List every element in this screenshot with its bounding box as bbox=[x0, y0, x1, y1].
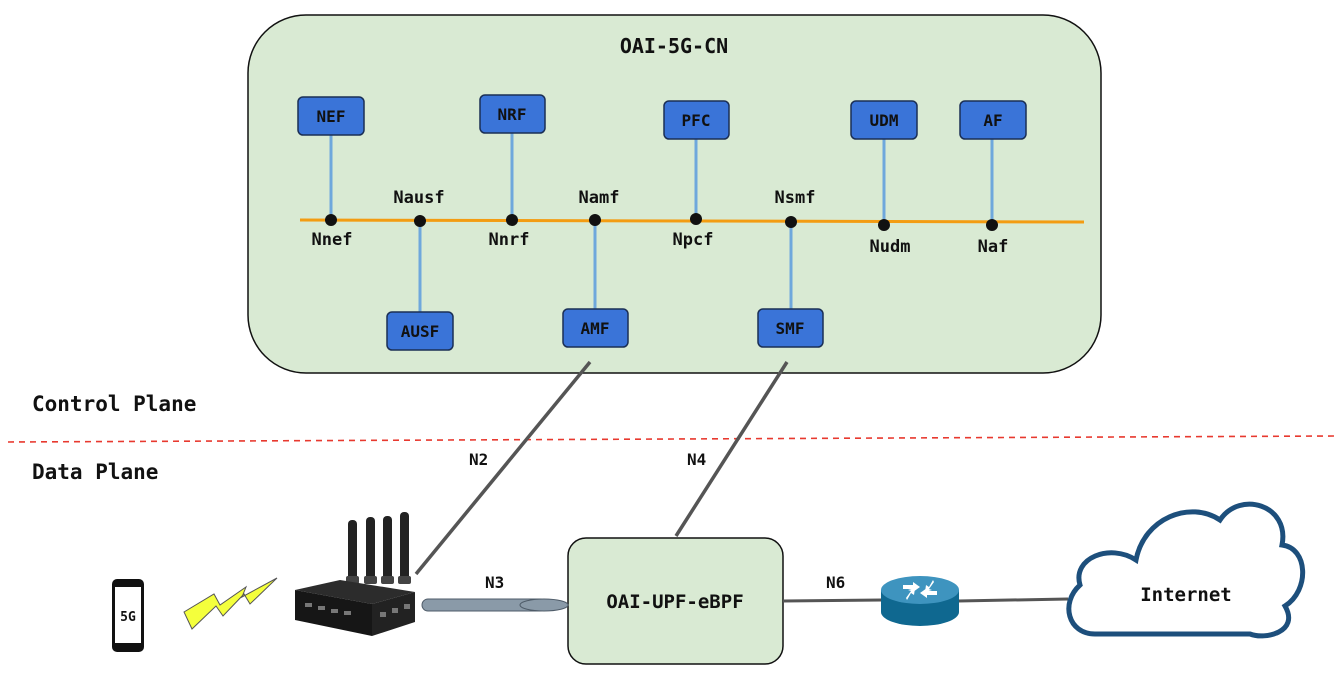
nf-nrf[interactable]: NRF bbox=[479, 94, 546, 134]
nf-udm[interactable]: UDM bbox=[850, 100, 918, 140]
nrf-label: NRF bbox=[498, 105, 527, 124]
udm-box[interactable] bbox=[850, 100, 918, 140]
gnb-side bbox=[372, 592, 415, 636]
core-network-box bbox=[247, 14, 1102, 374]
upf-node[interactable]: OAI-UPF-eBPF bbox=[567, 537, 784, 665]
data-plane-label: Data Plane bbox=[32, 460, 158, 484]
npcf-dot bbox=[690, 213, 702, 225]
nf-nef[interactable]: NEF bbox=[297, 96, 365, 136]
iface-naf: Naf bbox=[978, 237, 1009, 257]
nf-pfc[interactable]: PFC bbox=[663, 100, 730, 140]
core-network-title: OAI-5G-CN bbox=[620, 34, 728, 58]
nrf-box[interactable] bbox=[479, 94, 546, 134]
iface-namf: Namf bbox=[579, 188, 620, 208]
pfc-label: PFC bbox=[682, 111, 711, 130]
af-box[interactable] bbox=[959, 100, 1027, 140]
nausf-dot bbox=[414, 215, 426, 227]
nef-box[interactable] bbox=[297, 96, 365, 136]
nudm-dot bbox=[878, 219, 890, 231]
control-plane-label: Control Plane bbox=[32, 392, 196, 416]
antenna-group bbox=[348, 512, 409, 582]
n3-tube-end bbox=[519, 598, 569, 612]
amf-box[interactable] bbox=[562, 308, 629, 348]
n2-label: N2 bbox=[469, 450, 488, 469]
ausf-box[interactable] bbox=[386, 311, 454, 351]
n6-link bbox=[782, 598, 883, 603]
n6-label: N6 bbox=[826, 573, 845, 592]
iface-nnrf: Nnrf bbox=[489, 230, 530, 250]
iface-npcf: Npcf bbox=[673, 230, 714, 250]
af-label: AF bbox=[983, 111, 1002, 130]
phone-label: 5G bbox=[120, 610, 136, 625]
nf-smf[interactable]: SMF bbox=[757, 308, 824, 348]
udm-label: UDM bbox=[870, 111, 899, 130]
gnb-ports bbox=[305, 603, 410, 617]
nef-label: NEF bbox=[317, 107, 346, 126]
n3-label: N3 bbox=[485, 573, 504, 592]
router-internet-link bbox=[957, 597, 1069, 603]
cloud-icon bbox=[1066, 501, 1306, 639]
iface-nausf: Nausf bbox=[393, 188, 444, 208]
wireless-bolt-icon bbox=[183, 577, 278, 630]
iface-nnef: Nnef bbox=[312, 230, 353, 250]
smf-box[interactable] bbox=[757, 308, 824, 348]
n2-link bbox=[414, 360, 592, 576]
ausf-label: AUSF bbox=[401, 322, 440, 341]
nf-af[interactable]: AF bbox=[959, 100, 1027, 140]
router-arrows bbox=[903, 580, 937, 600]
naf-dot bbox=[986, 219, 998, 231]
namf-dot bbox=[589, 214, 601, 226]
nf-stubs bbox=[329, 133, 994, 312]
bus-dots bbox=[325, 213, 998, 231]
upf-label: OAI-UPF-eBPF bbox=[606, 591, 743, 613]
internet-label: Internet bbox=[1140, 584, 1232, 606]
nnef-dot bbox=[325, 214, 337, 226]
plane-divider bbox=[7, 435, 1337, 443]
n4-label: N4 bbox=[687, 450, 706, 469]
router-icon bbox=[881, 576, 959, 626]
nsmf-dot bbox=[785, 216, 797, 228]
phone-icon: 5G bbox=[112, 579, 144, 652]
n4-link bbox=[674, 361, 789, 537]
nf-ausf[interactable]: AUSF bbox=[386, 311, 454, 351]
nf-amf[interactable]: AMF bbox=[562, 308, 629, 348]
internet-cloud: Internet bbox=[1066, 501, 1306, 639]
iface-nsmf: Nsmf bbox=[775, 188, 816, 208]
amf-label: AMF bbox=[581, 319, 610, 338]
iface-nudm: Nudm bbox=[870, 237, 911, 257]
pfc-box[interactable] bbox=[663, 100, 730, 140]
nnrf-dot bbox=[506, 214, 518, 226]
gnb-top bbox=[295, 580, 415, 604]
n3-tube bbox=[421, 598, 569, 612]
phone-screen bbox=[115, 587, 141, 643]
smf-label: SMF bbox=[776, 319, 805, 338]
router-top bbox=[881, 576, 959, 604]
gnb-device-icon bbox=[295, 512, 415, 636]
